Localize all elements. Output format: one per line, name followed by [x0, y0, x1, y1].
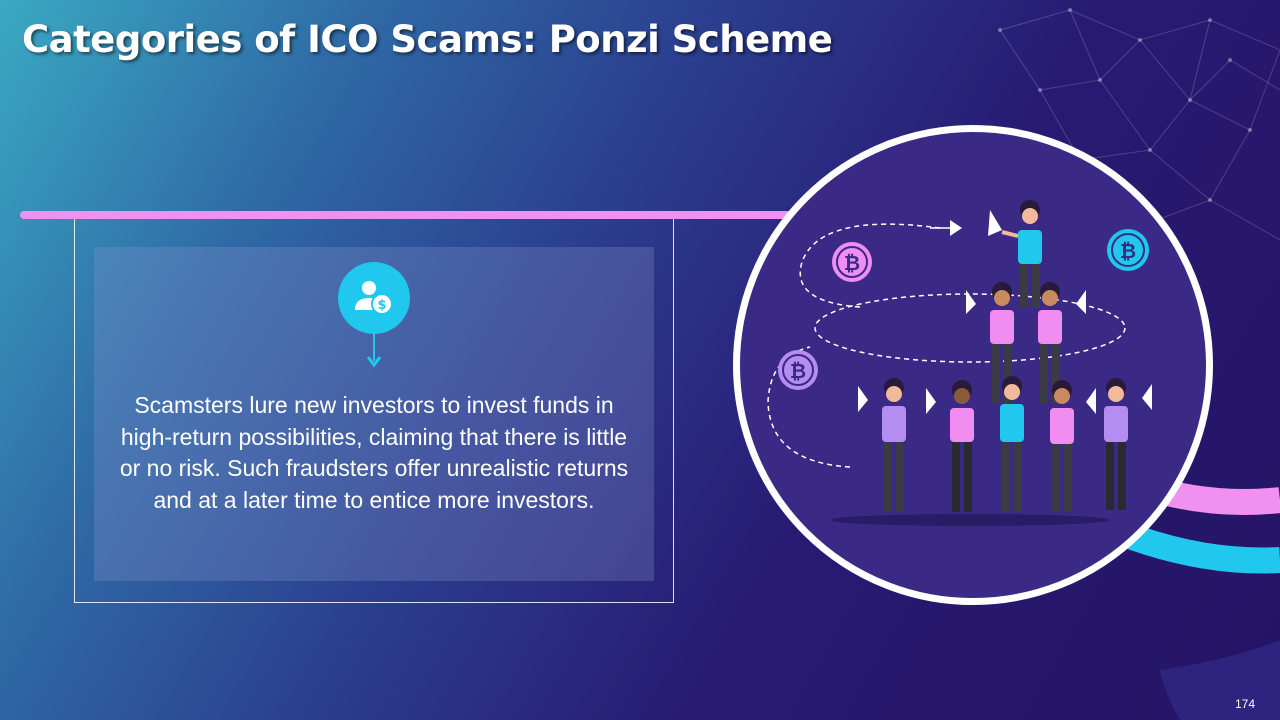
ponzi-pyramid-illustration: ₿ ₿ ₿: [767, 200, 1152, 526]
bitcoin-icon: ₿: [778, 350, 818, 390]
content-frame: [74, 219, 674, 603]
person-figure-top: [988, 200, 1042, 308]
page-number: 174: [1234, 697, 1255, 711]
bitcoin-icon: ₿: [832, 242, 872, 282]
slide-title: Categories of ICO Scams: Ponzi Scheme: [22, 18, 833, 61]
person-figure-bottom-4: [1050, 380, 1096, 512]
svg-text:₿: ₿: [844, 251, 860, 275]
svg-text:₿: ₿: [790, 359, 806, 383]
person-figure-bottom-1: [858, 378, 906, 512]
person-figure-bottom-2: [926, 380, 974, 512]
network-pattern: [998, 8, 1280, 241]
person-figure-bottom-3: [1000, 376, 1024, 512]
bitcoin-icon: ₿: [1107, 229, 1149, 271]
person-figure-middle-right: [1038, 282, 1086, 404]
illustration-circle: ₿ ₿ ₿: [733, 125, 1213, 605]
person-figure-middle-left: [966, 282, 1014, 404]
svg-text:₿: ₿: [1120, 239, 1136, 263]
scheme-description: Scamsters lure new investors to invest f…: [119, 392, 629, 513]
arrow-down-icon: [366, 333, 382, 368]
svg-text:$: $: [377, 298, 386, 313]
investor-dollar-icon: $: [338, 262, 410, 334]
accent-bar: [20, 211, 800, 219]
corner-shape: [1160, 640, 1280, 720]
person-figure-bottom-5: [1104, 378, 1152, 510]
